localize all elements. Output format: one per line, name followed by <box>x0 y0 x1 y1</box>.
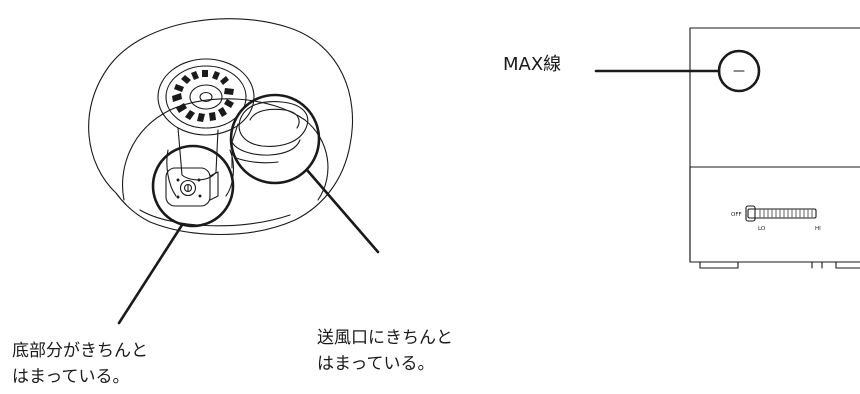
fan-vent-dome <box>157 58 255 136</box>
base-highlight-circle <box>151 144 235 228</box>
tank-body-outline <box>689 27 860 263</box>
base-latch <box>165 167 219 207</box>
air-vent-nozzle <box>231 101 309 169</box>
slider-ticks <box>759 209 813 218</box>
mode-slider <box>745 205 817 222</box>
slider-off-label: OFF <box>731 212 742 218</box>
base-callout-text: 底部分がきちんと はまっている。 <box>12 338 148 390</box>
vent-highlight-circle <box>229 93 321 185</box>
vent-leader-line <box>305 168 380 254</box>
tank-floor-edge <box>139 209 291 227</box>
slider-hi-label: HI <box>815 226 821 232</box>
vent-callout-line-2: はまっている。 <box>317 354 435 374</box>
vent-callout-text: 送風口にきちんと はまっている。 <box>317 325 453 377</box>
slider-lo-label: LO <box>758 226 766 232</box>
base-leader-line <box>117 223 184 325</box>
base-feet <box>699 261 860 269</box>
column-shadow <box>166 149 235 197</box>
humidifier-side-view <box>689 27 860 269</box>
callout-marks <box>117 49 761 325</box>
base-callout-line-2: はまっている。 <box>12 367 130 387</box>
vent-callout-line-1: 送風口にきちんと <box>317 328 453 348</box>
outer-tank-outline <box>88 18 354 235</box>
center-column <box>177 127 219 181</box>
humidifier-top-view <box>88 18 354 235</box>
vent-slots <box>172 70 234 122</box>
base-callout-line-1: 底部分がきちんと <box>12 341 148 361</box>
max-line-label: MAX線 <box>503 54 562 75</box>
inner-tank-rim <box>122 98 329 201</box>
max-mark-circle <box>717 49 761 93</box>
base-unit-outline <box>689 166 860 263</box>
